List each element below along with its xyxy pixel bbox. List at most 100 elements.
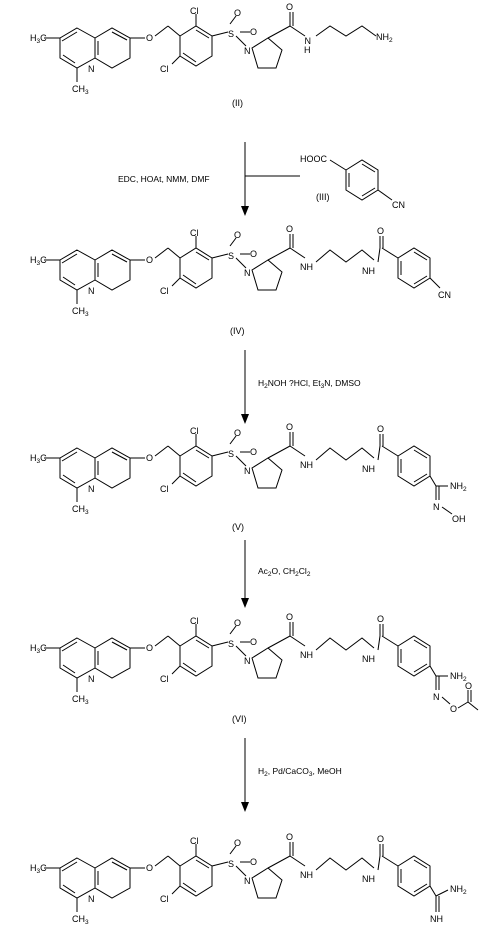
s-label: S [228, 29, 234, 39]
cl-label: Cl [160, 674, 169, 684]
n-label: N [433, 502, 440, 512]
nh-label: NH [300, 870, 313, 880]
o-label: O [286, 224, 293, 234]
o-label: O [234, 8, 241, 18]
o-label: O [250, 447, 257, 457]
cl-label: Cl [190, 426, 199, 436]
nh-label: NH [300, 650, 313, 660]
methyl-label: H3C [30, 643, 47, 655]
o-label: O [286, 2, 293, 12]
arrow-head [241, 598, 249, 608]
nh-label: NH [362, 874, 375, 884]
s-label: S [228, 449, 234, 459]
nh-label: NH [362, 266, 375, 276]
o-label: O [377, 834, 384, 844]
o-label: O [286, 612, 293, 622]
methyl-label: CH3 [72, 694, 89, 706]
cl-label: Cl [190, 228, 199, 238]
n-label: N [88, 894, 95, 904]
cl-label: Cl [160, 286, 169, 296]
cl-label: Cl [190, 836, 199, 846]
o-label: O [377, 424, 384, 434]
n-label: N [244, 268, 251, 278]
o-label: O [286, 422, 293, 432]
hooc-label: HOOC [300, 154, 328, 164]
o-label: O [250, 249, 257, 259]
compound-III: HOOC CN (III) [300, 154, 405, 210]
methyl-label: H3C [30, 33, 47, 45]
o-label: O [146, 863, 153, 873]
nh-label: NH [362, 464, 375, 474]
o-label: O [146, 643, 153, 653]
methyl-label: H3C [30, 453, 47, 465]
s-label: S [228, 639, 234, 649]
s-label: S [228, 859, 234, 869]
arrow-head [241, 206, 249, 216]
o-label: O [234, 230, 241, 240]
n-label: N [244, 656, 251, 666]
o-label: O [234, 428, 241, 438]
n-label: N [88, 674, 95, 684]
compound-final: H3C CH3 N O Cl Cl S O O N O NH NH O NH2 … [30, 832, 467, 926]
amine-label: NH2 [376, 32, 393, 44]
o-label: O [250, 27, 257, 37]
o-label: O [465, 681, 472, 691]
cn-label: CN [438, 290, 451, 300]
methyl-label: CH3 [72, 306, 89, 318]
cn-label: CN [392, 200, 405, 210]
n-label: N [88, 64, 95, 74]
o-label: O [250, 637, 257, 647]
compound-label-VI: (VI) [232, 714, 247, 724]
nh2-label: NH2 [450, 481, 467, 493]
step1-reagents: EDC, HOAt, NMM, DMF [118, 174, 210, 184]
nh-label: NH [300, 460, 313, 470]
step4-reagents: H2, Pd/CaCO3, MeOH [258, 766, 342, 778]
o-label: O [377, 614, 384, 624]
o-label: O [234, 838, 241, 848]
n-label: N [244, 876, 251, 886]
o-label: O [286, 832, 293, 842]
n-label: N [244, 466, 251, 476]
o-label: O [146, 453, 153, 463]
compound-V: H3C CH3 N O Cl Cl S O O N O NH NH O NH2 … [30, 422, 467, 524]
n-label: N [433, 692, 440, 702]
methyl-label: H3C [30, 255, 47, 267]
compound-label-V: (V) [232, 522, 244, 532]
methyl-label: H3C [30, 863, 47, 875]
o-label: O [234, 618, 241, 628]
cl-label: Cl [190, 616, 199, 626]
o-label: O [450, 704, 457, 714]
n-label: N [244, 46, 251, 56]
methyl-label: CH3 [72, 914, 89, 926]
o-label: O [146, 255, 153, 265]
compound-label-IV: (IV) [230, 326, 245, 336]
cl-label: Cl [160, 64, 169, 74]
cl-label: Cl [190, 6, 199, 16]
o-label: O [146, 33, 153, 43]
nh-label: NH [430, 914, 443, 924]
compound-label-II: (II) [232, 98, 243, 108]
nh-label: NH [362, 654, 375, 664]
s-label: S [228, 251, 234, 261]
n-label: N [88, 286, 95, 296]
arrow-head [241, 414, 249, 424]
compound-label-III: (III) [316, 192, 330, 202]
n-label: N [88, 484, 95, 494]
nh-label: NH [300, 262, 313, 272]
step3-reagents: Ac2O, CH2Cl2 [258, 566, 311, 578]
nh2-label: NH2 [450, 671, 467, 683]
compound-IV: H3C CH3 N O Cl Cl S O O N O NH NH O CN [30, 224, 451, 318]
methyl-label: CH3 [72, 84, 89, 96]
nh2-label: NH2 [450, 884, 467, 896]
arrow-head [241, 802, 249, 812]
cl-label: Cl [160, 894, 169, 904]
o-label: O [250, 857, 257, 867]
compound-VI: H3C CH3 N O Cl Cl S O O N O NH NH O NH2 … [30, 612, 479, 714]
oh-label: OH [452, 514, 466, 524]
step2-reagents: H2NOH ?HCl, Et3N, DMSO [258, 378, 361, 390]
o-label: O [377, 226, 384, 236]
methyl-label: CH3 [72, 504, 89, 516]
